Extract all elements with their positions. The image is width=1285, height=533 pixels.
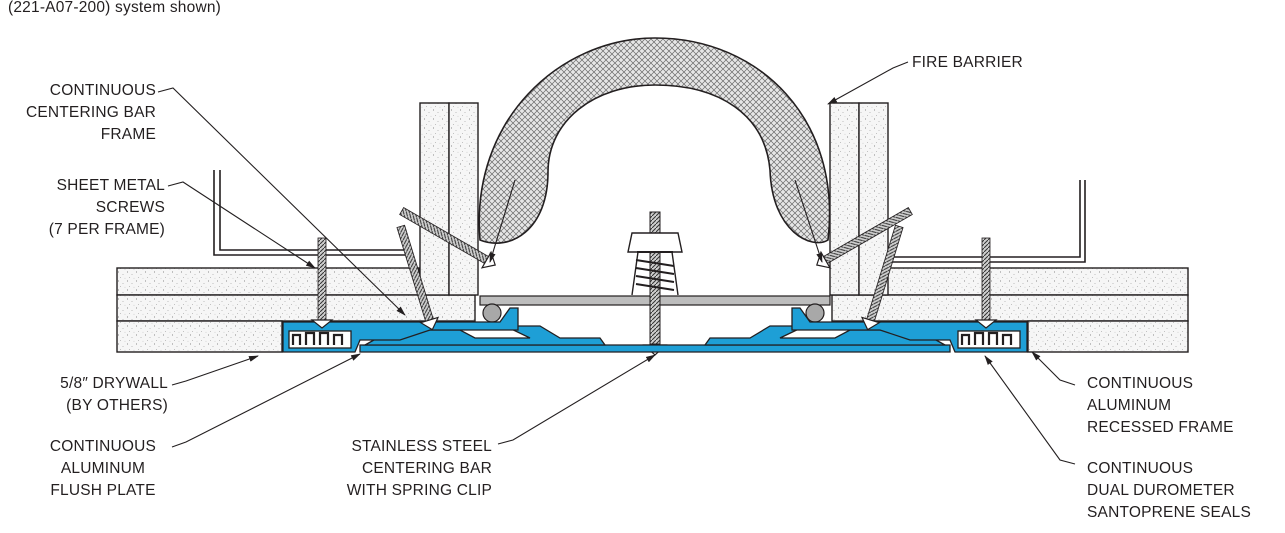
label-seals: CONTINUOUS DUAL DUROMETER SANTOPRENE SEA… <box>1087 460 1251 521</box>
left-metal-stud <box>213 170 410 256</box>
label-sheet-metal-screws: SHEET METAL SCREWS (7 PER FRAME) <box>48 177 165 238</box>
right-recessed-frame <box>791 307 1028 353</box>
label-drywall: 5/8″ DRYWALL (BY OTHERS) <box>60 375 168 414</box>
screw-right-vertical <box>974 237 998 329</box>
figure-caption: (221-A07-200) system shown) <box>8 0 222 16</box>
screw-left-vertical <box>310 237 334 329</box>
left-drywall <box>116 102 479 353</box>
label-recessed-frame: CONTINUOUS ALUMINUM RECESSED FRAME <box>1087 375 1234 436</box>
left-recessed-frame <box>282 307 519 353</box>
leader-lines <box>157 61 1076 465</box>
screws <box>310 206 998 331</box>
spring-clip <box>627 211 683 356</box>
fire-barrier <box>478 37 831 244</box>
label-fire-barrier: FIRE BARRIER <box>912 54 1023 71</box>
label-centering-bar-spring: STAINLESS STEEL CENTERING BAR WITH SPRIN… <box>346 438 492 499</box>
screw-left-angled <box>396 224 440 331</box>
right-drywall <box>829 102 1189 353</box>
label-flush-plate: CONTINUOUS ALUMINUM FLUSH PLATE <box>49 438 157 499</box>
screw-right-angled <box>860 224 904 331</box>
right-metal-stud <box>890 180 1086 263</box>
label-centering-bar-frame: CONTINUOUS CENTERING BAR FRAME <box>25 82 156 143</box>
